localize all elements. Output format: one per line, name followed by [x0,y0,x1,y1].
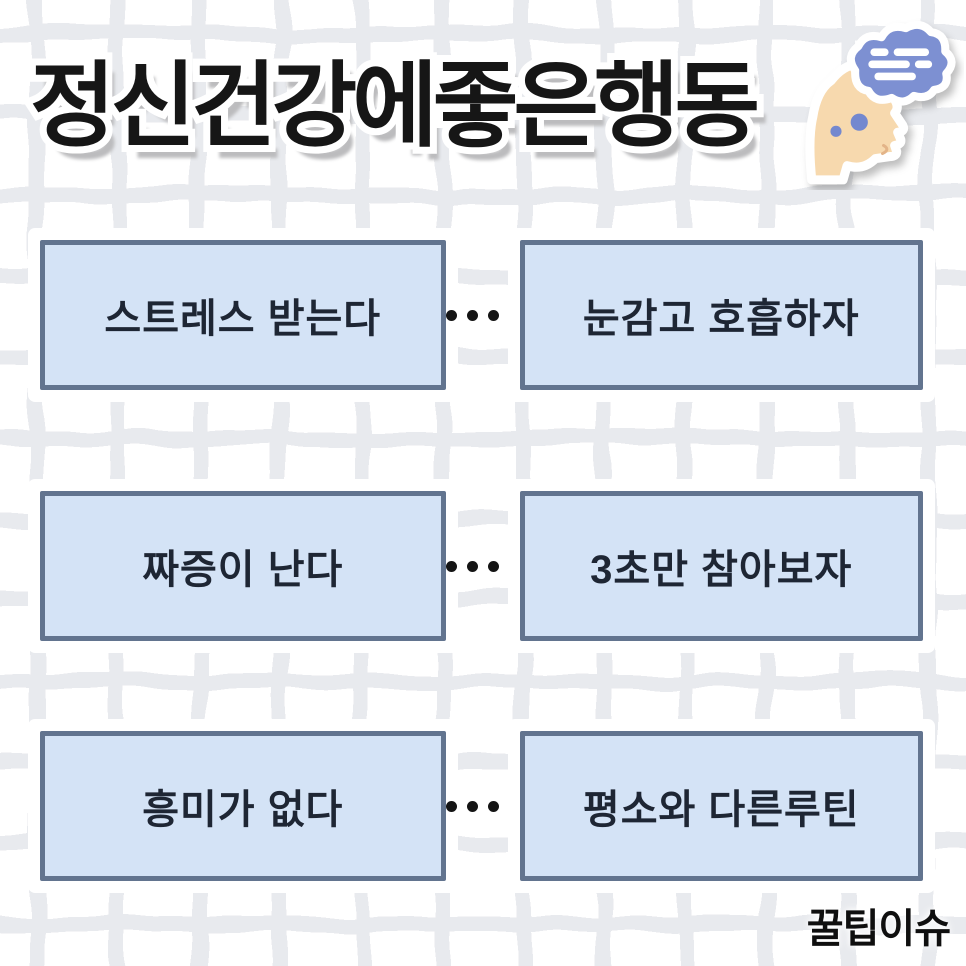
mapping-row: 흥미가 없다 평소와 다른루틴 [40,731,923,881]
page-title: 정신건강에좋은행동 정신건강에좋은행동 [23,47,767,165]
connector-dot [508,309,520,321]
trigger-box: 짜증이 난다 [40,491,446,641]
dotted-connector [445,240,520,390]
brand-watermark: 꿀팁이슈 [806,907,951,951]
connector-dot [466,309,478,321]
mapping-row: 스트레스 받는다 눈감고 호흡하자 [40,240,923,390]
cloud-text-bars [868,48,933,81]
connector-dot [508,800,520,812]
connector-dot [487,800,499,812]
connector-dot [466,800,478,812]
head-dot-large [850,113,868,131]
connector-dot [487,309,499,321]
trigger-box: 흥미가 없다 [40,731,446,881]
page-title-halo: 정신건강에좋은행동 [23,47,767,165]
trigger-box: 스트레스 받는다 [40,240,446,390]
page-title-text: 정신건강에좋은행동 [30,54,760,158]
head-dot-small [830,125,842,137]
connector-dot [487,560,499,572]
mapping-row: 짜증이 난다 3초만 참아보자 [40,491,923,641]
connector-dot [445,309,457,321]
connector-dot [508,560,520,572]
action-box: 평소와 다른루틴 [519,731,923,881]
action-box: 3초만 참아보자 [519,491,923,641]
connector-dot [466,560,478,572]
dotted-connector [445,731,520,881]
connector-dot [445,560,457,572]
dotted-connector [445,491,520,641]
connector-dot [445,800,457,812]
action-box: 눈감고 호흡하자 [519,240,923,390]
thinking-head-icon [805,20,956,185]
mouth-line [881,143,889,156]
